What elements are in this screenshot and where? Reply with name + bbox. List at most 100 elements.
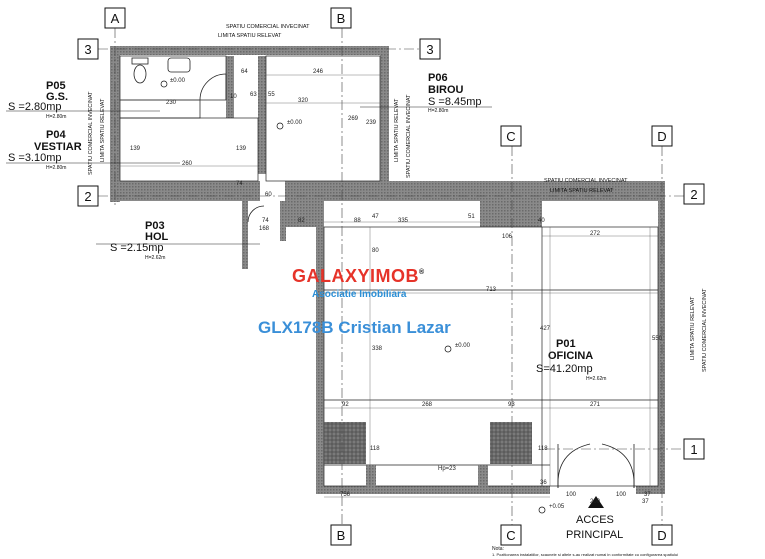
room-p04-height: H=2.80m xyxy=(46,165,66,171)
entrance-label-1: ACCES xyxy=(576,514,614,526)
watermark-brand-text: GALAXYIMOB xyxy=(292,266,419,286)
pillars xyxy=(324,422,532,487)
dim-label: 427 xyxy=(540,326,551,332)
room-p01-code: P01 xyxy=(556,338,576,350)
dim-label: 338 xyxy=(372,346,383,352)
room-p05-height: H=2.80m xyxy=(46,114,66,120)
pillar xyxy=(324,422,366,464)
door-swing xyxy=(247,205,265,223)
room-p05: P05 G.S. S =2.80mp H=2.80m xyxy=(8,80,68,120)
wall xyxy=(119,99,201,119)
dim-label: 271 xyxy=(590,402,601,408)
dim-label: 36 xyxy=(540,480,547,486)
note-top-neighbor: SPATIU COMERCIAL INVECINAT xyxy=(226,24,310,30)
grid-label-2-left: 2 xyxy=(84,189,91,204)
level-icon xyxy=(276,122,284,130)
pillar xyxy=(366,465,376,487)
level-3: ±0.00 xyxy=(455,343,471,349)
dim-label: 713 xyxy=(486,287,497,293)
grid-marker-2-left xyxy=(77,185,99,207)
dim-label: 63 xyxy=(250,92,257,98)
wall xyxy=(286,201,320,227)
dim-label: 40 xyxy=(538,218,545,224)
grid-marker-c-top xyxy=(500,125,522,147)
door-swing xyxy=(557,443,591,489)
grid-label-3-right: 3 xyxy=(426,42,433,57)
dim-label: 239 xyxy=(366,120,377,126)
grid-axes xyxy=(98,28,684,525)
level-2: ±0.00 xyxy=(287,120,303,126)
room-p04-code: P04 xyxy=(46,129,66,141)
dim-label: 139 xyxy=(236,146,247,152)
dim-label: 64 xyxy=(241,69,248,75)
dim-label: 74 xyxy=(236,181,243,187)
room-p03-area: S =2.15mp xyxy=(110,242,164,254)
dim-label: 320 xyxy=(298,98,309,104)
level-4: +0.05 xyxy=(549,504,565,510)
nota-label: Nota: xyxy=(492,546,504,552)
room-p01-height: H=2.62m xyxy=(586,376,606,382)
wall xyxy=(242,201,248,269)
room-p01-name: OFICINA xyxy=(548,350,593,362)
grid-marker-1 xyxy=(683,438,705,460)
watermark-agent: GLX178B Cristian Lazar xyxy=(258,318,451,337)
grid-markers xyxy=(77,7,705,546)
dim-label: 88 xyxy=(354,218,361,224)
nota-line: 1. Pozitionarea instalatiilor, scaunele … xyxy=(492,552,678,557)
grid-label-c-bottom: C xyxy=(506,528,515,543)
room-p06-code: P06 xyxy=(428,72,448,84)
dim-label: 335 xyxy=(398,218,409,224)
dim-label: 37 xyxy=(644,492,651,498)
dim-label: 93 xyxy=(508,402,515,408)
room-p06-name: BIROU xyxy=(428,84,464,96)
room-p05-code: P05 xyxy=(46,80,66,92)
dim-label: 230 xyxy=(166,100,177,106)
dim-label: 55 xyxy=(268,92,275,98)
watermark-reg: ® xyxy=(419,268,425,276)
grid-label-2-right: 2 xyxy=(690,187,697,202)
wall xyxy=(280,201,286,241)
level-marks: ±0.00 ±0.00 ±0.00 +0.05 xyxy=(160,78,565,514)
toilet xyxy=(133,64,147,84)
note-top-limit: LIMITA SPATIU RELEVAT xyxy=(218,33,282,39)
wall xyxy=(258,56,266,174)
door-swing xyxy=(601,443,635,489)
dim-label: 80 xyxy=(372,248,379,254)
room-p06-outline xyxy=(265,55,381,182)
note-p06-limit: LIMITA SPATIU RELEVAT xyxy=(394,98,400,162)
room-p04: P04 VESTIAR S =3.10mp H=2.80m xyxy=(8,129,82,171)
room-outlines xyxy=(119,55,659,487)
dim-label: 92 xyxy=(342,402,349,408)
dimension-labels: 64 246 230 10 320 63 55 269 239 139 139 … xyxy=(130,69,663,505)
grid-label-1: 1 xyxy=(690,442,697,457)
room-p03: P03 HOL S =2.15mp H=2.62m xyxy=(110,220,169,261)
dim-label: 268 xyxy=(422,402,433,408)
grid-marker-3-left xyxy=(77,38,99,60)
dim-label: 118 xyxy=(538,446,548,452)
dim-label: 60 xyxy=(265,192,272,198)
room-p04-outline xyxy=(119,117,259,182)
room-p03-height: H=2.62m xyxy=(145,255,165,261)
room-p01-area: S=41.20mp xyxy=(536,363,593,375)
note-mid-limit: LIMITA SPATIU RELEVAT xyxy=(550,188,614,194)
grid-label-c-top: C xyxy=(506,129,515,144)
dim-label: 272 xyxy=(590,231,601,237)
dim-label: 550 xyxy=(652,336,663,342)
grid-marker-d-bottom xyxy=(651,524,673,546)
room-p01: P01 OFICINA S=41.20mp H=2.62m xyxy=(536,338,606,382)
grid-label-b: B xyxy=(337,11,346,26)
wall xyxy=(636,486,665,494)
wall xyxy=(110,46,388,55)
dim-label: 106 xyxy=(502,234,513,240)
watermark: GALAXYIMOB® Asociatie Imobiliara GLX178B… xyxy=(258,266,451,337)
grid-marker-3-right xyxy=(419,38,441,60)
note-left-neighbor: SPATIU COMERCIAL INVECINAT xyxy=(88,91,94,175)
grid-label-d-top: D xyxy=(657,129,666,144)
grid-label-b-bottom: B xyxy=(337,528,346,543)
dim-label: Hp=23 xyxy=(438,466,457,472)
dim-label: 100 xyxy=(566,492,577,498)
dim-label: 10 xyxy=(230,94,237,100)
note-mid-neighbor: SPATIU COMERCIAL INVECINAT xyxy=(544,178,628,184)
grid-label-a: A xyxy=(111,11,120,26)
